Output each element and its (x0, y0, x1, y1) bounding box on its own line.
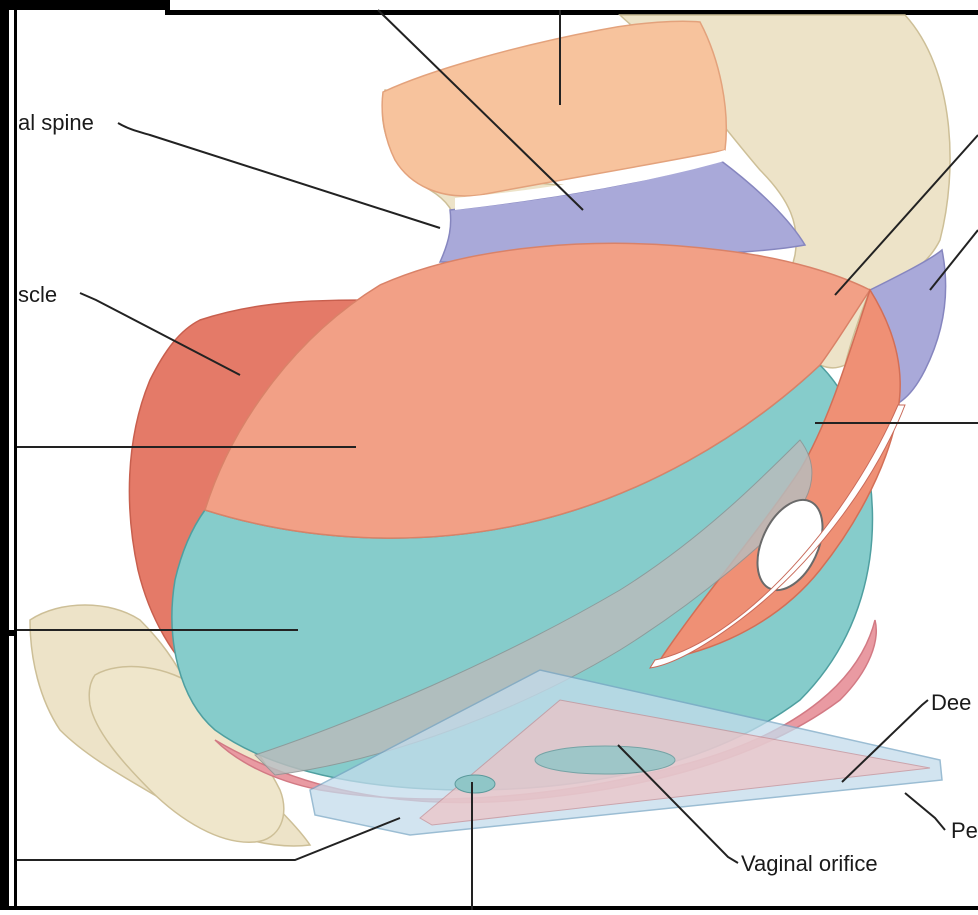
label-perineal: Pe (951, 818, 978, 843)
label-deep: Dee (931, 690, 971, 715)
urethral-opening (455, 775, 495, 793)
vaginal-opening-ring (535, 746, 675, 774)
label-vaginal-orifice: Vaginal orifice (741, 851, 878, 876)
label-ischial-spine: al spine (18, 110, 94, 135)
label-muscle: scle (18, 282, 57, 307)
